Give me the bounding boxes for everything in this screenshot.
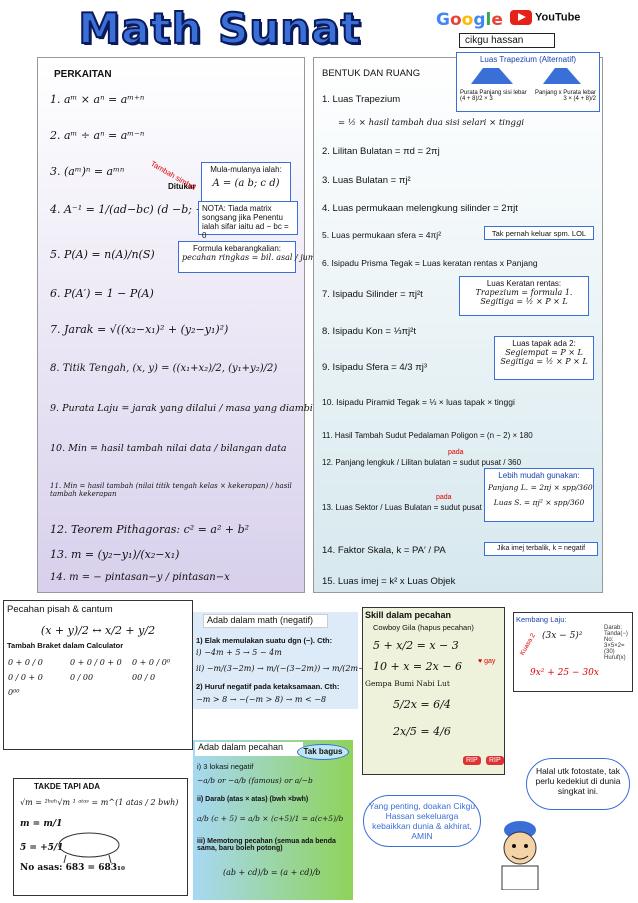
pecahan-box: Pecahan pisah & cantum (x + y)/2 ↔ x/2 +… [3,600,193,750]
gay-label: ♥ gay [478,658,496,665]
formula-item: 7. Isipadu Silinder = πj²t [322,289,423,300]
formula-item: 7. Jarak = √((x₂−x₁)² + (y₂−y₁)²) [50,323,229,336]
page-title: Math Sunat Hafal [77,3,362,103]
trapezium-shape [543,68,581,84]
pada-label: pada [448,449,464,456]
calc-example: 0⁰⁰ [8,688,20,697]
skill-pecahan-box: Skill dalam pecahan Cowboy Gila (hapus p… [362,607,505,775]
adab-pecahan-box: Adab dalam pecahan Tak bagus i) 3 lokasi… [193,740,353,900]
perkaitan-heading: PERKAITAN [54,69,112,80]
formula-item: 14. Faktor Skala, k = PA′ / PA [322,545,446,556]
formula-item: 6. Isipadu Prisma Tegak = Luas keratan r… [322,258,538,268]
author-label: cikgu hassan [459,33,555,48]
bentuk-ruang-panel: BENTUK DAN RUANG 1. Luas Trapezium = ½ ×… [313,52,603,593]
cow-doodle [58,832,120,863]
formula-item: 14. m = − pintasan−y / pintasan−x [50,572,230,583]
negatif-box: Adab dalam math (negatif) 1) Elak memula… [193,612,373,709]
calc-example: 0 / 00 [70,673,94,682]
formula-item: 13. m = (y₂−y₁)/(x₂−x₁) [50,548,180,561]
calc-example: 0 + 0 / 0 + 0 [70,658,122,667]
formula-item: 9. Isipadu Sfera = 4/3 πj³ [322,362,428,373]
halal-cloud: Halal utk fotostate, tak perlu kedekiut … [526,758,630,810]
tapak-note: Luas tapak ada 2: Segiempat = P × L Segi… [494,336,594,380]
formula-item: 12. Panjang lengkuk / Lilitan bulatan = … [322,458,522,467]
matrix-note: Mula-mulanya ialah: A = (a b; c d) [201,162,291,202]
kembang-box: Kembang Laju: (3x − 5)² Kuasa 2 Darab: T… [513,612,633,692]
formula-item: 1. aᵐ × aⁿ = aᵐ⁺ⁿ [50,93,145,106]
calc-example: 0 + 0 / 0⁰ [132,658,171,667]
formula-item: 2. Lilitan Bulatan = πd = 2πj [322,146,440,157]
formula-item: 11. Min = hasil tambah (nilai titik teng… [50,482,292,498]
formula-item: 10. Min = hasil tambah nilai data / bila… [50,443,287,454]
formula-item: 12. Teorem Pithagoras: c² = a² + b² [50,523,250,536]
play-icon [510,10,532,25]
pada-label: pada [436,494,452,501]
formula-item: 4. A⁻¹ = 1/(ad−bc) (d −b; −c a) [50,203,226,216]
trapezium-diagrams [471,68,581,84]
calc-example: 00 / 0 [132,673,156,682]
keratan-note: Luas Keratan rentas: Trapezium = formula… [459,276,589,316]
takde-box: TAKDE TAPI ADA √m = ²ᵇᵃʰ√m ¹ ᵃᵗᵃˢ = m^(1… [13,778,188,896]
bentuk-heading: BENTUK DAN RUANG [322,68,421,79]
rip-tomb: RIP [486,756,504,765]
formula-item: 1. Luas Trapezium [322,94,401,105]
formula-item: 3. (aᵐ)ⁿ = aᵐⁿ [50,165,125,178]
calc-example: 0 / 0 + 0 [8,673,43,682]
pray-cloud: Yang penting, doakan Cikgu Hassan sekelu… [363,795,481,847]
formula-item: 11. Hasil Tambah Sudut Pedalaman Poligon… [322,431,533,440]
formula-item: 2. aᵐ ÷ aⁿ = aᵐ⁻ⁿ [50,129,145,142]
never-note: Tak pernah keluar spm. LOL [484,226,594,240]
formula-item: 6. P(A′) = 1 − P(A) [50,287,154,300]
formula-item: 4. Luas permukaan melengkung silinder = … [322,203,518,214]
youtube-logo: YouTube [510,10,610,30]
easier-note: Lebih mudah gunakan: Panjang L. = 2πj × … [484,468,594,522]
determinant-note: NOTA: Tiada matrix songsang jika Penentu… [198,201,298,240]
swap-label: Ditukar [168,182,196,191]
calc-example: 0 + 0 / 0 [8,658,43,667]
formula-item: 5. P(A) = n(A)/n(S) [50,248,155,261]
formula-item: 10. Isipadu Piramid Tegak = ⅓ × luas tap… [322,397,515,407]
probability-note: Formula kebarangkalian: pecahan ringkas … [178,241,357,273]
heart-icon: ♥ [478,658,483,665]
rip-tomb: RIP [463,756,481,765]
formula-item: 9. Purata Laju = jarak yang dilalui / ma… [50,403,316,414]
perkaitan-panel: PERKAITAN 1. aᵐ × aⁿ = aᵐ⁺ⁿ 2. aᵐ ÷ aⁿ =… [37,57,357,593]
trapezium-alt-box: Luas Trapezium (Alternatif) Purata Panja… [456,52,600,112]
formula-item: 13. Luas Sektor / Luas Bulatan = sudut p… [322,503,502,512]
formula-item: = ½ × hasil tambah dua sisi selari × tin… [338,118,525,128]
formula-item: 3. Luas Bulatan = πj² [322,175,411,186]
formula-item: 15. Luas imej = k² x Luas Objek [322,576,456,587]
formula-item: 8. Isipadu Kon = ⅓πj²t [322,326,416,337]
imej-note: Jika imej terbalik, k = negatif [484,542,598,556]
teacher-avatar [501,821,539,890]
google-logo: Google [436,10,503,30]
formula-item: 5. Luas permukaan sfera = 4πj² [322,230,442,240]
tak-bagus-badge: Tak bagus [297,744,349,760]
trapezium-shape [471,68,513,84]
formula-item: 8. Titik Tengah, (x, y) = ((x₁+x₂)/2, (y… [50,363,278,374]
